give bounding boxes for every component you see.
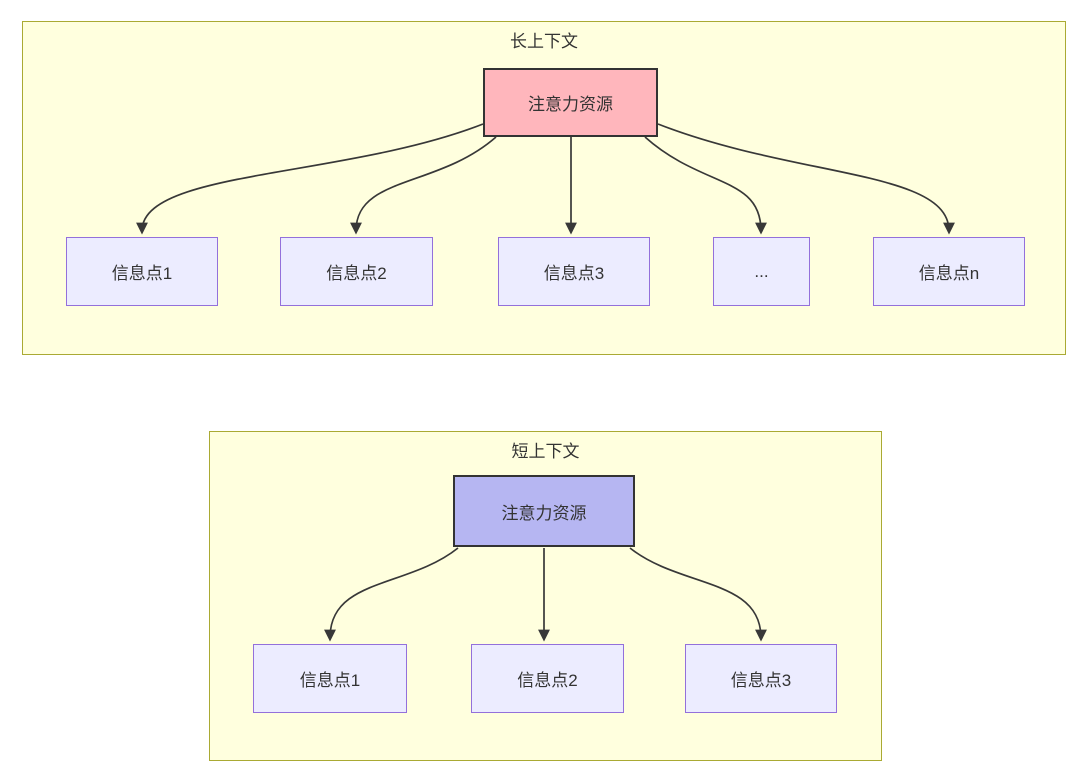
attention-resource-node-short: 注意力资源 — [453, 475, 635, 547]
subgraph-short-context-title: 短上下文 — [511, 442, 580, 461]
info-node-short-1: 信息点1 — [253, 644, 407, 713]
info-node-long-n: 信息点n — [873, 237, 1025, 306]
info-node-long-3: 信息点3 — [498, 237, 650, 306]
info-node-long-ellipsis: ... — [713, 237, 810, 306]
info-node-long-1: 信息点1 — [66, 237, 218, 306]
attention-resource-node-long: 注意力资源 — [483, 68, 658, 137]
info-node-long-2: 信息点2 — [280, 237, 433, 306]
info-node-short-3: 信息点3 — [685, 644, 837, 713]
subgraph-long-context-title: 长上下文 — [510, 32, 578, 51]
info-node-short-2: 信息点2 — [471, 644, 624, 713]
